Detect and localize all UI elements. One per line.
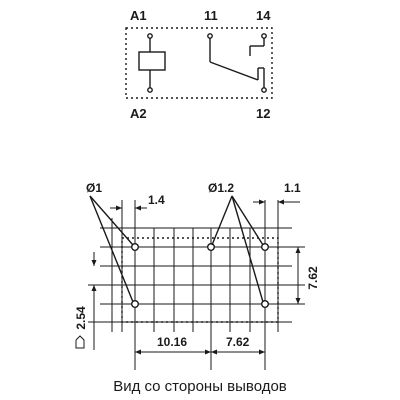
dim-offset-right	[253, 199, 300, 205]
leader-lines	[89, 195, 264, 303]
hole-a1	[130, 242, 139, 251]
hole-a2	[130, 300, 139, 309]
pin-label-a1: A1	[130, 8, 147, 23]
pin-label-11: 11	[204, 8, 218, 23]
dim-bottom-spans	[135, 349, 265, 355]
label-span-right: 7.62	[226, 335, 250, 349]
terminal-14	[261, 33, 267, 39]
pin-label-12: 12	[256, 106, 270, 121]
pin-label-a2: A2	[130, 106, 147, 121]
label-span-left: 10.16	[157, 335, 187, 349]
dim-row-pitch	[295, 247, 301, 304]
label-grid-pitch: 2.54	[74, 306, 88, 330]
dim-offset-left	[110, 205, 147, 211]
relay-housing-outline	[125, 27, 273, 99]
caption-pin-side-view: Вид со стороны выводов	[113, 378, 287, 395]
terminal-12	[261, 87, 267, 93]
mounting-holes	[130, 242, 270, 309]
footprint-outline	[121, 237, 279, 323]
dim-grid-pitch	[75, 252, 97, 350]
terminal-11	[207, 33, 213, 39]
label-offset-right: 1.1	[284, 181, 301, 195]
pcb-footprint: Ø1 1.4 Ø1.2 1.1 7.62 2.54	[74, 181, 320, 370]
hole-14	[261, 242, 270, 251]
changeover-contact-symbol	[207, 33, 267, 93]
label-hole-dia-large: Ø1.2	[208, 181, 234, 195]
label-offset-left: 1.4	[148, 193, 165, 207]
label-row-pitch: 7.62	[306, 266, 320, 290]
grid-lines	[88, 200, 305, 370]
hole-12	[261, 300, 270, 309]
relay-schematic: A1 11 14 A2 12	[125, 8, 273, 121]
label-hole-dia-small: Ø1	[86, 181, 102, 195]
coil-symbol	[138, 33, 166, 93]
pin-label-14: 14	[256, 8, 271, 23]
hole-11	[206, 242, 215, 251]
